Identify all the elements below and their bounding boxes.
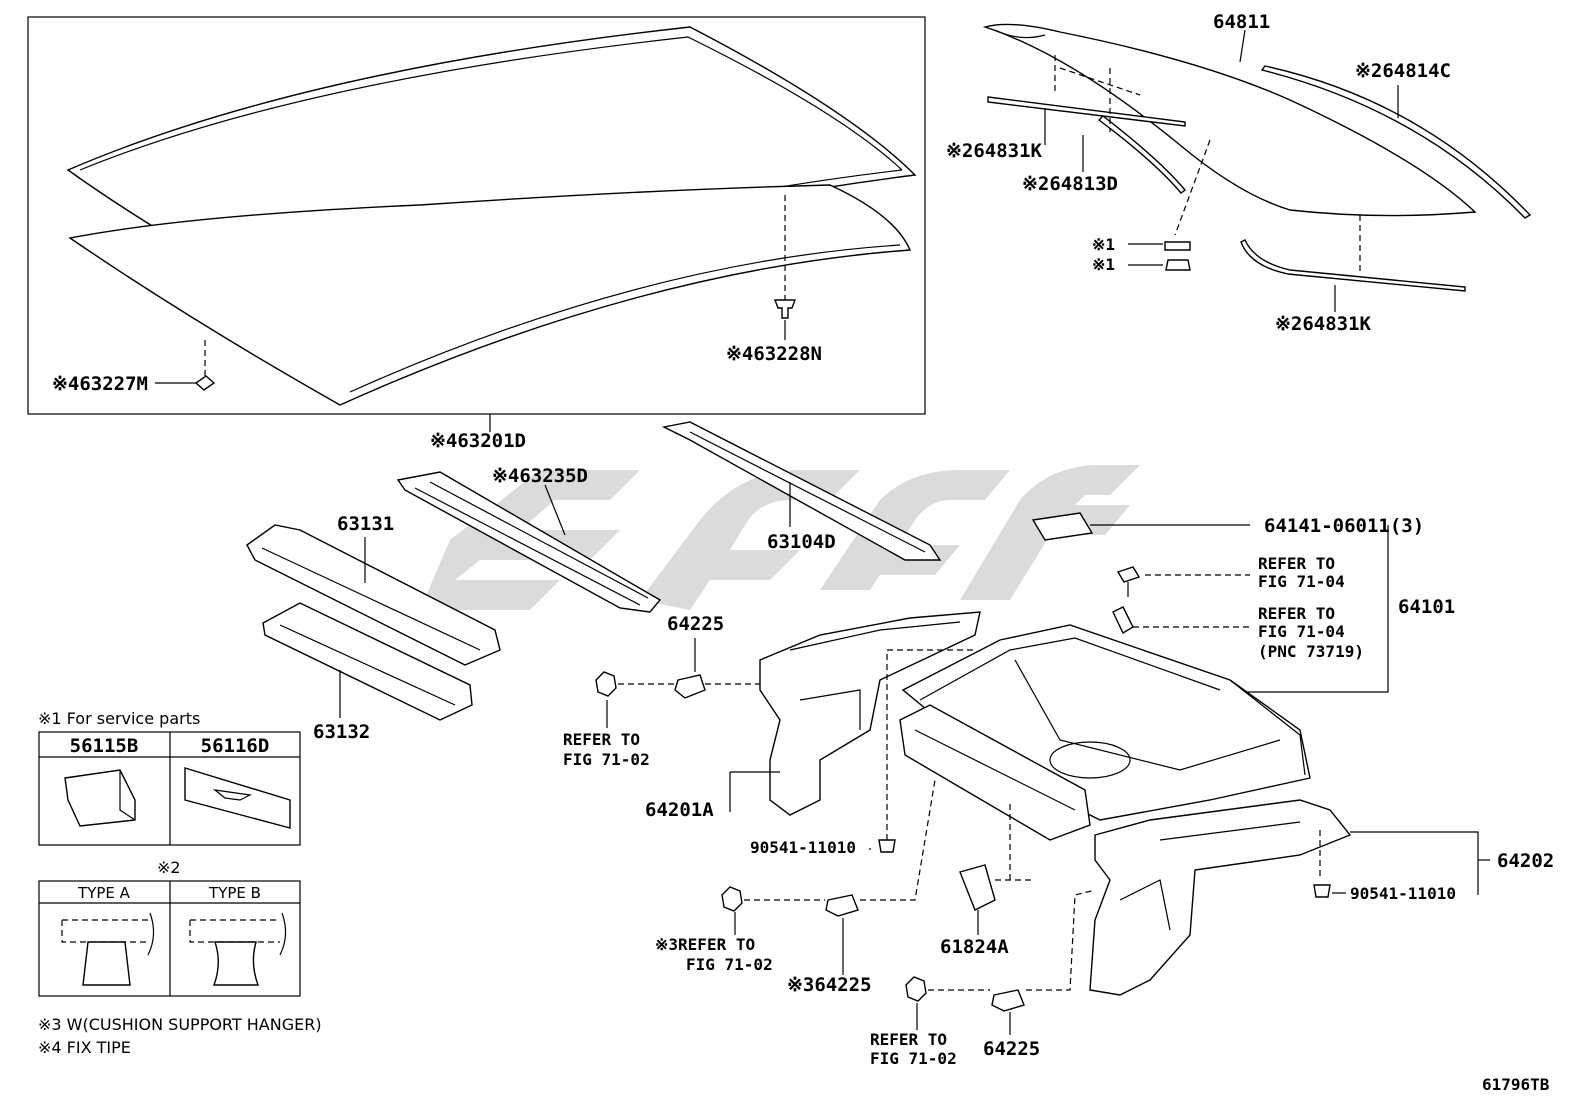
hanger-64225-c [991, 989, 1025, 1012]
molding-64814C [1260, 65, 1532, 219]
service-part-b-shape [184, 767, 291, 829]
molding-64831K-lower [1240, 239, 1466, 292]
callout-x1-b: ※1 [1092, 255, 1115, 274]
service-part-b: 56116D [201, 735, 270, 757]
callout-61824A: 61824A [940, 936, 1009, 958]
hangers-group [595, 638, 1096, 1035]
callout-63228N: ※463228N [726, 343, 822, 365]
callout-64831K-upper: ※264831K [946, 140, 1043, 162]
callout-refer4-line2: FIG 71-02 [686, 955, 773, 974]
pad-61824A [959, 864, 996, 911]
type-b-clip [213, 941, 259, 986]
panel-63132 [262, 602, 473, 721]
rear-window-group [982, 23, 1532, 312]
type-b-label: TYPE B [208, 884, 261, 902]
rear-window-glass [982, 23, 1477, 217]
callout-64814C: ※264814C [1355, 60, 1451, 82]
callout-63201D: ※463201D [430, 430, 526, 452]
callout-63227M: ※463227M [52, 373, 148, 395]
note-1-title: ※1 For service parts [38, 709, 200, 728]
callout-refer2-line2: FIG 71-04 [1258, 622, 1345, 641]
callouts: ※463227M ※463228N ※463201D ※463235D 6313… [52, 11, 1554, 1094]
panel-63235D [396, 471, 662, 613]
callout-x1-a: ※1 [1092, 235, 1115, 254]
nut-c-icon [905, 976, 927, 1002]
note-3: ※3 W(CUSHION SUPPORT HANGER) [38, 1015, 322, 1034]
nut-a-icon [595, 671, 617, 697]
note-4: ※4 FIX TIPE [38, 1038, 131, 1057]
roof-panel-group [27, 16, 926, 432]
bolt-icon [1116, 566, 1141, 583]
callout-refer3-line1: REFER TO [563, 730, 640, 749]
callout-refer2-line1: REFER TO [1258, 604, 1335, 623]
floor-panel-64101 [901, 624, 1311, 821]
callout-64831K-lower: ※264831K [1275, 313, 1372, 335]
callout-refer5-line1: REFER TO [870, 1030, 947, 1049]
hanger-64225-a [674, 674, 706, 699]
callout-64811: 64811 [1213, 11, 1270, 33]
callout-63132: 63132 [313, 721, 370, 743]
bracket-icon [1112, 606, 1134, 634]
rear-body-group [729, 512, 1490, 996]
callout-63104D: 63104D [767, 531, 836, 553]
callout-64201A: 64201A [645, 799, 714, 821]
callout-63235D: ※463235D [492, 465, 588, 487]
callout-63131: 63131 [337, 513, 394, 535]
service-part-a: 56115B [70, 735, 139, 757]
callout-64225-c: 64225 [983, 1038, 1040, 1060]
diagram-code: 61796TB [1482, 1075, 1550, 1094]
panel-63104D [661, 421, 942, 561]
callout-64225-b: ※364225 [787, 974, 872, 996]
nut-b-icon [721, 886, 743, 912]
callout-refer5-line2: FIG 71-02 [870, 1049, 957, 1068]
roof-headlining [68, 184, 912, 406]
service-part-a-shape [64, 769, 136, 827]
callout-refer1-line1: REFER TO [1258, 554, 1335, 573]
callout-90541-a: 90541-11010 [750, 838, 856, 857]
fastener-63227M-icon [194, 375, 216, 391]
clip-x1-a-icon [1164, 241, 1191, 251]
callout-refer2-line3: (PNC 73719) [1258, 642, 1364, 661]
clip-x1-b-icon [1165, 259, 1191, 271]
callout-64141: 64141-06011(3) [1264, 515, 1424, 537]
legend: ※1 For service parts 56115B 56116D ※2 TY… [38, 709, 322, 1057]
type-a-label: TYPE A [77, 884, 131, 902]
callout-refer3-line2: FIG 71-02 [563, 750, 650, 769]
roof-bows-group [246, 421, 942, 721]
plug-90541-a-icon [878, 839, 896, 853]
hanger-64225-b [825, 894, 859, 917]
side-member-64202 [1089, 799, 1352, 996]
callout-64202: 64202 [1497, 850, 1554, 872]
callout-refer4-line1: ※3REFER TO [655, 935, 755, 954]
molding-64813D [1097, 115, 1187, 194]
callout-64225-a: 64225 [667, 613, 724, 635]
callout-64101: 64101 [1398, 596, 1455, 618]
plug-90541-b-icon [1313, 884, 1331, 898]
callout-64813D: ※264813D [1022, 173, 1118, 195]
callout-refer1-line2: FIG 71-04 [1258, 572, 1345, 591]
side-member-64201A [759, 611, 981, 816]
type-a-clip [82, 941, 131, 986]
note-2-title: ※2 [157, 858, 181, 877]
rear-floor-crossmember [899, 704, 1091, 841]
roof-panel-frame [27, 16, 926, 415]
fastener-63228N-icon [773, 299, 797, 319]
molding-64831K-upper [987, 96, 1186, 127]
spec-plate-64141 [1031, 512, 1094, 541]
callout-90541-b: 90541-11010 [1350, 884, 1456, 903]
